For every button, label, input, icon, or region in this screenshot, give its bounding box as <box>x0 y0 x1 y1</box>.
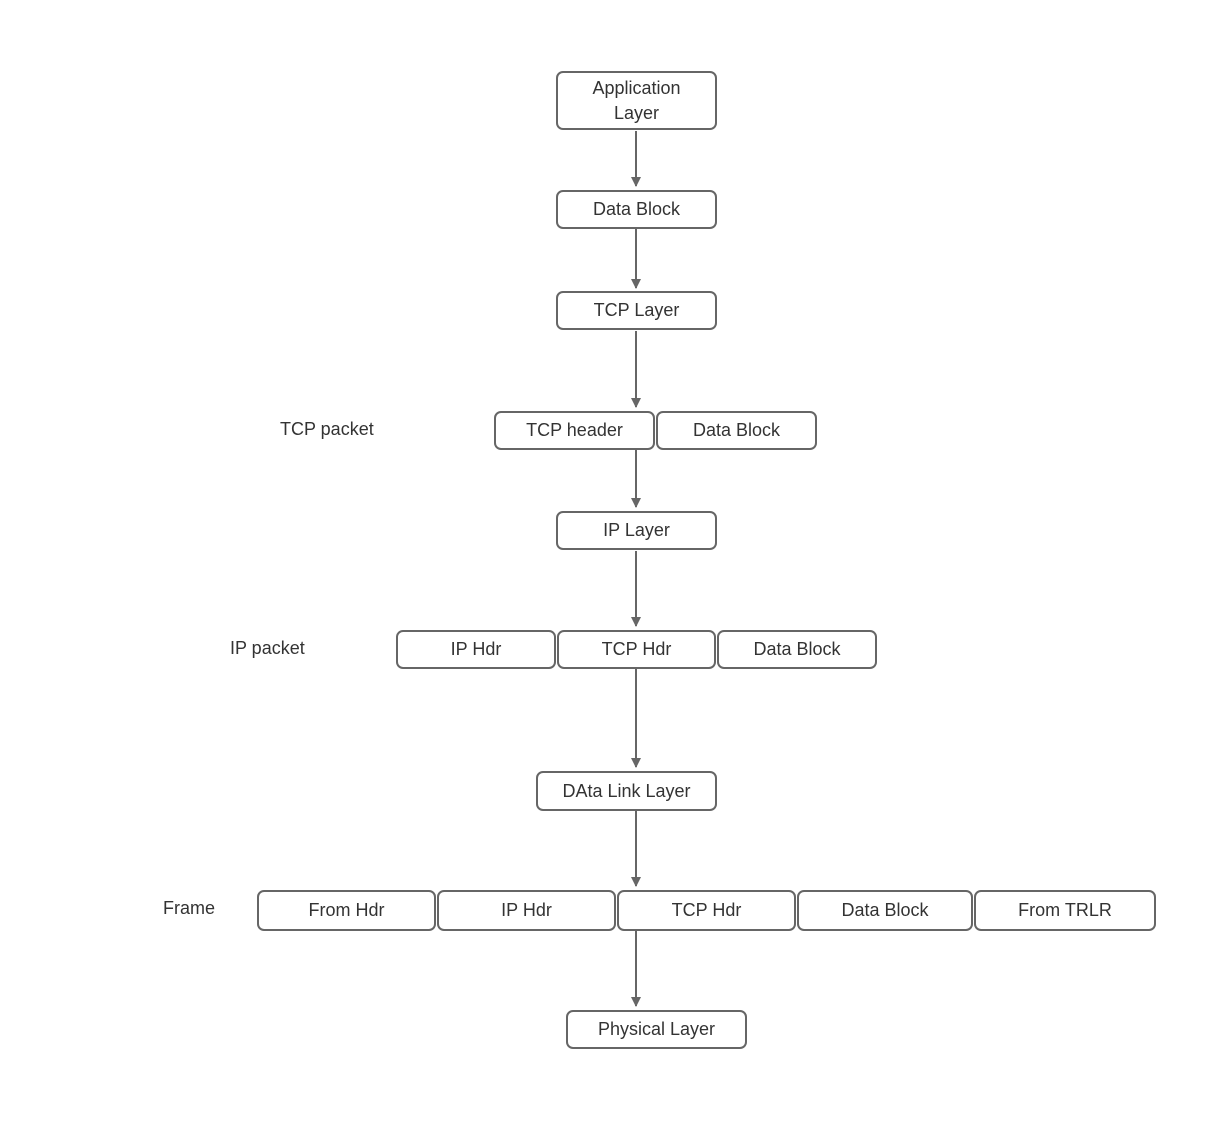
node-application-layer: Application Layer <box>556 71 717 130</box>
node-data-block: Data Block <box>556 190 717 229</box>
node-frame-data-block: Data Block <box>797 890 973 931</box>
node-ip-packet-tcp-hdr: TCP Hdr <box>557 630 716 669</box>
node-frame-ip-hdr: IP Hdr <box>437 890 616 931</box>
node-physical-layer: Physical Layer <box>566 1010 747 1049</box>
node-ip-packet-data-block: Data Block <box>717 630 877 669</box>
node-frame-from-trlr: From TRLR <box>974 890 1156 931</box>
node-frame-tcp-hdr: TCP Hdr <box>617 890 796 931</box>
label-tcp-packet: TCP packet <box>280 419 374 439</box>
node-data-link-layer: DAta Link Layer <box>536 771 717 811</box>
node-tcp-packet-data-block: Data Block <box>656 411 817 450</box>
label-frame: Frame <box>163 898 216 918</box>
node-tcp-header: TCP header <box>494 411 655 450</box>
node-ip-layer: IP Layer <box>556 511 717 550</box>
node-frame-from-hdr: From Hdr <box>257 890 436 931</box>
label-ip-packet: IP packet <box>230 638 305 658</box>
node-tcp-layer: TCP Layer <box>556 291 717 330</box>
node-ip-hdr: IP Hdr <box>396 630 556 669</box>
